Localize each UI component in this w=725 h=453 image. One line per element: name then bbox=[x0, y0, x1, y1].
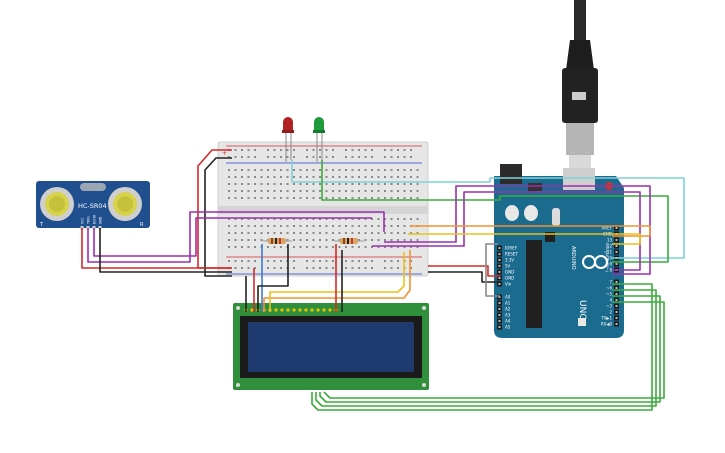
power-pin-label: Vin bbox=[505, 282, 512, 287]
digital-bottom-pin-label: 2 bbox=[609, 310, 612, 315]
sensor-pin-label: TRIG bbox=[87, 216, 91, 225]
lcd-pin bbox=[310, 308, 314, 312]
wire-black-gnd bbox=[428, 271, 500, 283]
lcd-pin bbox=[292, 308, 296, 312]
arduino-uno: UNO ARDUINO DIGITAL (PWM~) IOREFRESET3.3… bbox=[494, 164, 624, 338]
digital-bottom-pin-label: ~3 bbox=[606, 304, 612, 309]
power-pin-label: 3.3V bbox=[505, 258, 514, 263]
sensor-model: HC-SR04 bbox=[78, 202, 107, 210]
wire-lcd-black-2 bbox=[257, 244, 289, 312]
analog-pin-label: A1 bbox=[505, 301, 511, 306]
wire-cyan-led bbox=[291, 160, 685, 259]
wire-purple-1 bbox=[384, 185, 651, 275]
wire-lcd-green-3 bbox=[319, 295, 661, 403]
wire-sensor-echo bbox=[93, 217, 372, 257]
wire-gray bbox=[485, 243, 500, 297]
barrel-jack bbox=[500, 164, 522, 184]
analog-pin-label: A3 bbox=[505, 313, 511, 318]
power-pin-label: RESET bbox=[505, 252, 518, 257]
breadboard: + - bbox=[217, 141, 429, 277]
wire-sensor-trig bbox=[87, 211, 385, 263]
lcd-pin bbox=[316, 308, 320, 312]
sensor-pin-label: ECHO bbox=[93, 214, 97, 224]
lcd-pin bbox=[274, 308, 278, 312]
digital-bottom-pin-label: ~5 bbox=[606, 292, 612, 297]
sensor-pin-label: GND bbox=[99, 216, 103, 224]
sensor-t-label: T bbox=[39, 222, 44, 228]
analog-pin-label: A4 bbox=[505, 319, 511, 324]
wire-sensor-vcc bbox=[81, 228, 232, 269]
digital-top-pin-label: AREF bbox=[602, 226, 613, 231]
arduino-logo bbox=[582, 255, 608, 269]
wire-yellow-1 bbox=[408, 233, 641, 245]
digital-top-pin-label: 12 bbox=[607, 244, 613, 249]
sensor-r-label: R bbox=[140, 222, 144, 228]
lcd-pin bbox=[280, 308, 284, 312]
lcd-pin bbox=[322, 308, 326, 312]
wire-purple-2 bbox=[372, 191, 641, 271]
digital-top-pin-label: ~11 bbox=[604, 250, 613, 255]
wire-lcd-green-1 bbox=[311, 283, 653, 411]
green-led bbox=[313, 117, 325, 162]
power-pin-label: 5V bbox=[505, 264, 511, 269]
red-led bbox=[282, 117, 294, 162]
resistor-2 bbox=[334, 238, 364, 244]
usb-cable bbox=[562, 0, 598, 169]
power-pin-label: GND bbox=[505, 270, 514, 275]
resistor-1 bbox=[262, 238, 292, 244]
rail-plus-label: + bbox=[222, 150, 227, 157]
wire-orange-2 bbox=[263, 250, 411, 312]
wire-red-5v bbox=[428, 265, 500, 277]
wire-yellow-2 bbox=[269, 252, 405, 312]
digital-bottom-pin-label: TX▶1 bbox=[600, 316, 612, 321]
digital-bottom-pin-label: 7 bbox=[609, 280, 612, 285]
lcd-pin bbox=[328, 308, 332, 312]
digital-bottom-pin-label: RX◀0 bbox=[601, 322, 613, 327]
power-pin-label: IOREF bbox=[505, 246, 518, 251]
arduino-brand: ARDUINO bbox=[570, 246, 576, 270]
digital-top-pin-label: 13 bbox=[607, 238, 613, 243]
wire-sensor-gnd bbox=[99, 228, 232, 273]
atmega-chip bbox=[526, 240, 542, 328]
lcd-pin bbox=[304, 308, 308, 312]
wire-black-top bbox=[204, 157, 232, 277]
analog-pin-label: A2 bbox=[505, 307, 511, 312]
lcd-pin bbox=[298, 308, 302, 312]
transducer-left bbox=[40, 187, 74, 221]
arduino-model: UNO bbox=[577, 300, 587, 320]
lcd-pin bbox=[250, 308, 254, 312]
transducer-right bbox=[108, 187, 142, 221]
power-pin-label: GND bbox=[505, 276, 514, 281]
digital-bottom-pin-label: 4 bbox=[609, 298, 612, 303]
lcd-16x2 bbox=[233, 303, 429, 390]
digital-top-pin-label: 8 bbox=[609, 268, 612, 273]
wire-lcd-green-4 bbox=[323, 301, 665, 399]
usb-port bbox=[563, 168, 595, 190]
wire-green-led bbox=[321, 160, 669, 263]
sensor-pin-label: VCC bbox=[81, 217, 85, 224]
lcd-screen bbox=[248, 322, 414, 372]
digital-top-pin-label: ~10 bbox=[604, 256, 613, 261]
wire-orange-1 bbox=[410, 225, 651, 237]
wire-lcd-green-2 bbox=[315, 289, 657, 407]
lcd-pin bbox=[286, 308, 290, 312]
digital-top-pin-label: ~9 bbox=[606, 262, 612, 267]
analog-pin-label: A5 bbox=[505, 325, 511, 330]
digital-bottom-pin-label: ~6 bbox=[606, 286, 612, 291]
analog-pin-label: A0 bbox=[505, 295, 511, 300]
digital-header-label: DIGITAL (PWM~) bbox=[605, 243, 609, 273]
